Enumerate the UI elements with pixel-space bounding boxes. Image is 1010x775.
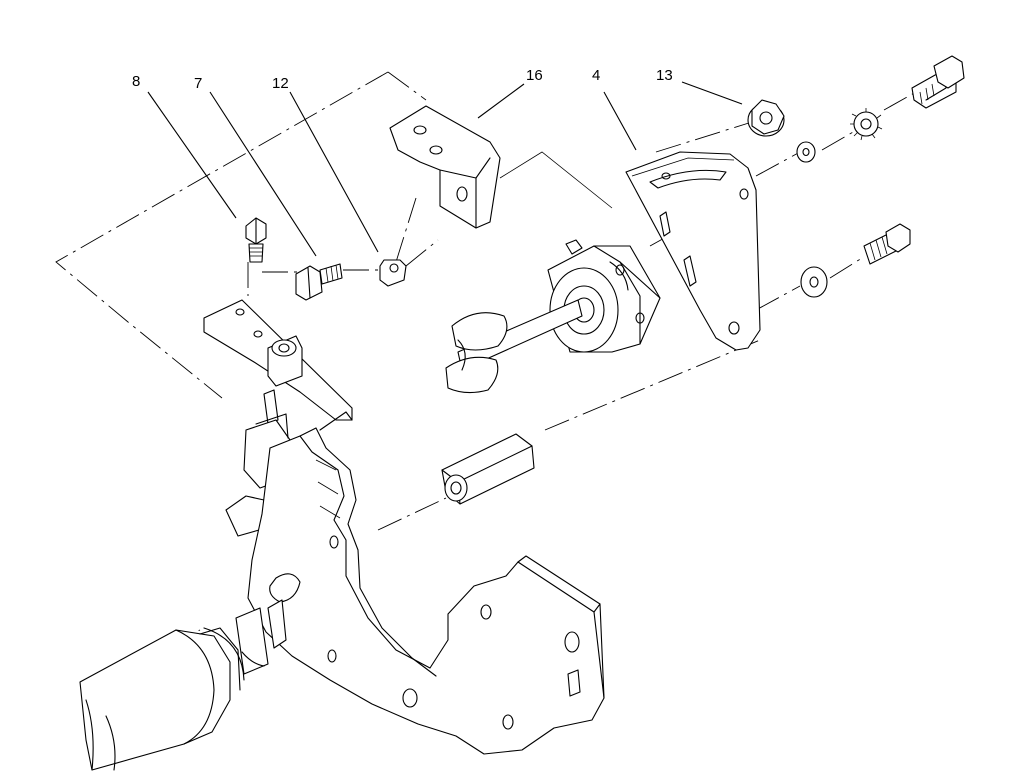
pedal-arm-assembly	[203, 299, 605, 755]
bracket-part-16	[389, 105, 501, 229]
bolt-part-7	[295, 263, 343, 301]
callout-8: 8	[132, 73, 140, 90]
nut-part-12	[379, 259, 407, 287]
bolt-upper-right	[911, 55, 965, 109]
actuator-cylinder	[79, 627, 245, 771]
callout-labels: 8 7 12 16 4 13	[132, 67, 673, 92]
flange-nut-part-13	[747, 99, 785, 137]
leader-lines	[147, 81, 743, 257]
washer-upper	[796, 141, 816, 163]
mounting-plate-part-4	[625, 151, 761, 351]
washer-lower	[800, 266, 828, 298]
lock-washer	[850, 108, 883, 141]
callout-13: 13	[656, 67, 673, 84]
bearing-shaft-assembly	[445, 239, 661, 394]
bolt-part-8	[245, 217, 267, 263]
hex-standoff	[441, 433, 535, 505]
callout-12: 12	[272, 75, 289, 92]
callout-4: 4	[592, 67, 600, 84]
callout-16: 16	[526, 67, 543, 84]
callout-7: 7	[194, 75, 202, 92]
assembly-phantom-lines	[55, 71, 917, 681]
bolt-lower-right	[863, 223, 911, 265]
